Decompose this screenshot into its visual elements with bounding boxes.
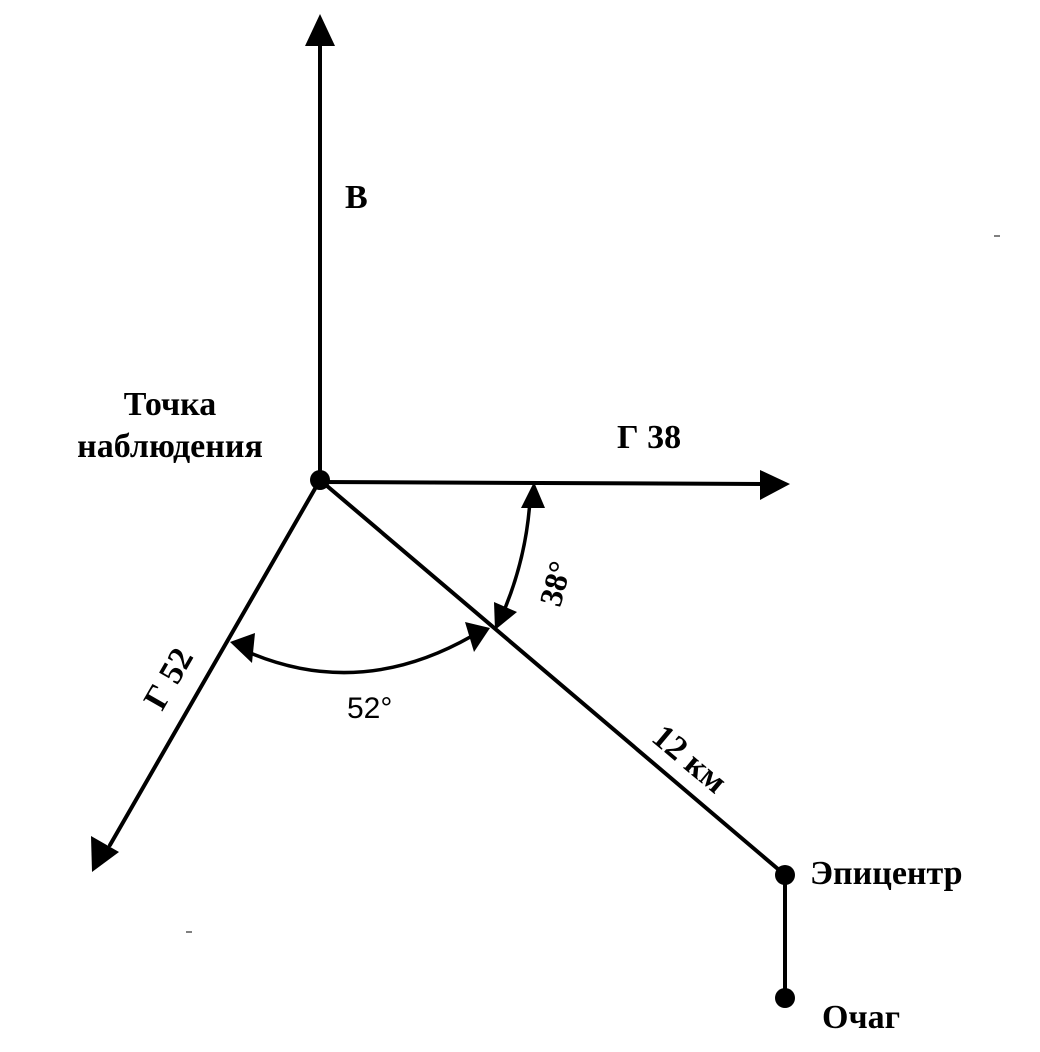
focus-label: Очаг — [822, 999, 900, 1036]
observation-point-dot — [310, 470, 330, 490]
diagonal-axis-arrowhead — [91, 836, 119, 872]
epicenter-dot — [775, 865, 795, 885]
angle-38-arrowhead-bottom — [494, 602, 517, 630]
epicenter-line — [318, 478, 787, 877]
angle-52-arc — [247, 634, 473, 675]
vertical-axis-arrowhead — [305, 14, 335, 46]
diagonal-axis-line — [108, 478, 322, 847]
angle-52-arrowhead-right — [465, 622, 490, 652]
focus-dot — [775, 988, 795, 1008]
observation-point-label-line1: Точка — [124, 386, 217, 423]
horizontal-axis-arrowhead — [760, 470, 790, 500]
angle-38-arrowhead-top — [521, 482, 545, 508]
horizontal-axis-label: Г 38 — [617, 419, 681, 456]
epicenter-label: Эпицентр — [810, 855, 963, 892]
observation-point-label-line2: наблюдения — [77, 428, 263, 465]
angle-52-label: 52° — [347, 692, 392, 725]
angle-52-arrowhead-left — [230, 633, 255, 663]
distance-label: 12 км — [645, 718, 734, 801]
angle-38-label: 38° — [532, 557, 578, 610]
horizontal-axis-line — [318, 480, 767, 486]
vertical-axis-label: В — [345, 179, 368, 216]
angle-38-arc — [498, 499, 532, 621]
